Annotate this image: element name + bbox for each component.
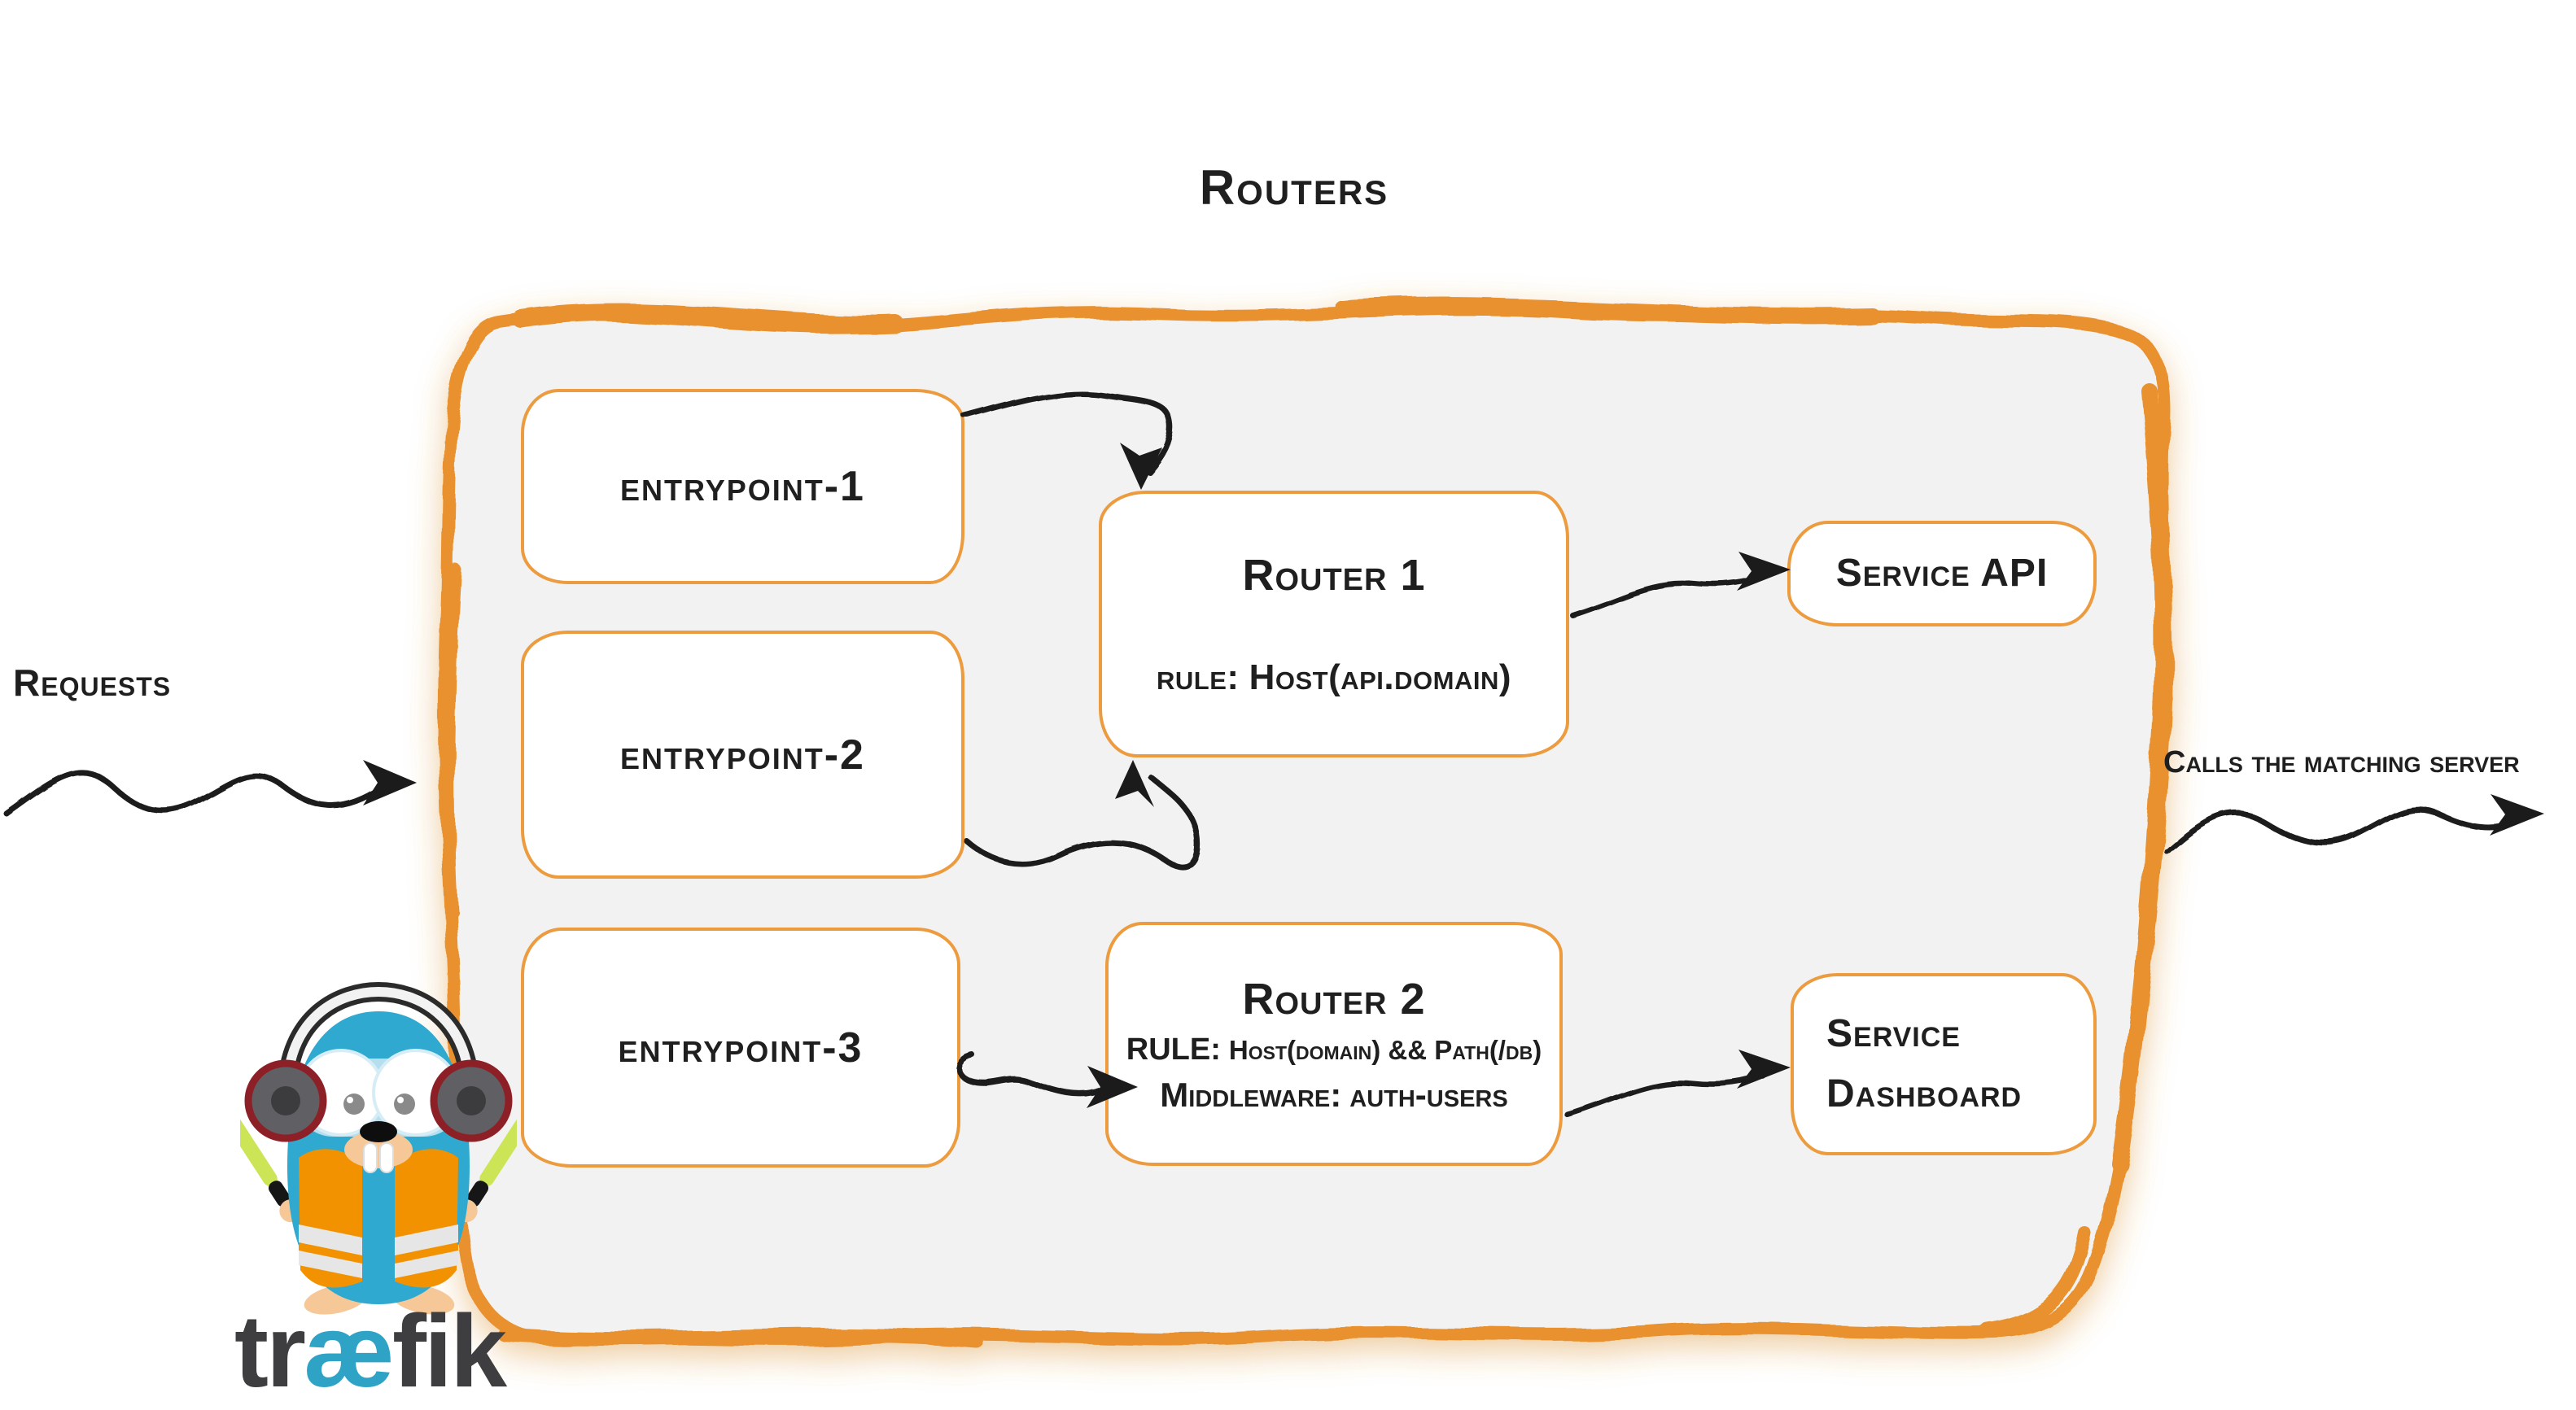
entrypoint-2-label: entrypoint-2 — [620, 731, 865, 779]
wordmark-ligature: æ — [304, 1294, 395, 1408]
router-1-box: Router 1 rule:Host(api.domain) — [1099, 491, 1569, 757]
requests-label: Requests — [13, 661, 172, 704]
router-1-rule: rule:Host(api.domain) — [1157, 657, 1511, 698]
panel-border-accents — [443, 298, 2171, 1348]
router-2-title: Router 2 — [1242, 974, 1426, 1024]
router-2-middleware: Middleware:auth-users — [1160, 1076, 1507, 1115]
gopher-muzzle — [344, 1131, 413, 1168]
router-1-title: Router 1 — [1242, 551, 1426, 600]
traefik-wordmark: træfik — [234, 1292, 507, 1410]
calls-label: Calls the matching server — [2163, 745, 2520, 779]
headphones — [244, 981, 513, 1142]
gopher-tooth — [379, 1142, 394, 1173]
entrypoint-1-box: entrypoint-1 — [521, 389, 964, 584]
router-2-middleware-label: Middleware: — [1160, 1075, 1342, 1114]
entrypoint-1-label: entrypoint-1 — [620, 463, 865, 510]
service-api-box: Service API — [1787, 521, 2097, 626]
service-dashboard-box: Service Dashboard — [1791, 973, 2097, 1155]
entrypoint-2-box: entrypoint-2 — [521, 631, 964, 879]
pupil-glint — [347, 1097, 353, 1103]
gopher-nose — [360, 1121, 397, 1142]
diagram-title: Routers — [1199, 160, 1389, 215]
service-dashboard-label: Service Dashboard — [1826, 1011, 2023, 1115]
router-2-box: Router 2 RULE:Host(domain) && Path(/db) … — [1105, 922, 1563, 1166]
router-1-rule-value: Host(api.domain) — [1249, 657, 1511, 697]
router-2-rule-label: RULE: — [1126, 1032, 1221, 1067]
safety-vest — [299, 1149, 458, 1288]
gopher-pupil — [343, 1094, 365, 1115]
entrypoint-3-label: entrypoint-3 — [618, 1024, 864, 1072]
pupil-glint — [397, 1097, 404, 1103]
wordmark-prefix: tr — [234, 1294, 306, 1408]
router-2-rule: RULE:Host(domain) && Path(/db) — [1126, 1032, 1542, 1067]
router-2-rule-value: Host(domain) && Path(/db) — [1228, 1034, 1542, 1065]
traefik-mascot — [240, 981, 517, 1315]
router-1-rule-label: rule: — [1157, 657, 1240, 697]
entrypoint-3-box: entrypoint-3 — [521, 928, 960, 1168]
router-2-middleware-value: auth-users — [1349, 1075, 1508, 1114]
gopher-tooth — [363, 1142, 378, 1173]
gopher-pupil — [394, 1094, 415, 1115]
wordmark-suffix: fik — [392, 1294, 507, 1408]
service-api-label: Service API — [1835, 551, 2049, 595]
